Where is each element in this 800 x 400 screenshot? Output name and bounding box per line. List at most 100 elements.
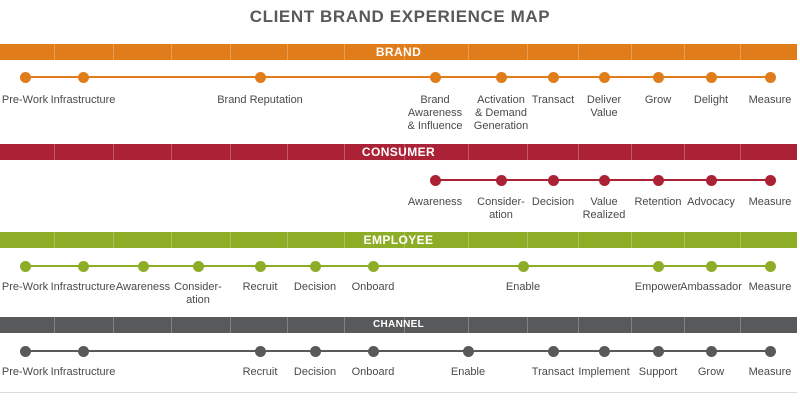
timeline-dot-consumer [705, 174, 717, 186]
stage-divider [468, 44, 469, 60]
stage-divider [344, 44, 345, 60]
timeline-dot-employee [652, 260, 664, 272]
point-label-brand: Transact [531, 94, 575, 106]
stage-divider [171, 44, 172, 60]
point-label-brand: Delight [693, 94, 729, 106]
stage-divider [527, 44, 528, 60]
timeline-dot-brand [705, 71, 717, 83]
point-label-brand: Brand Reputation [217, 94, 303, 106]
point-label-employee: Recruit [242, 281, 278, 293]
stage-divider [113, 144, 114, 160]
stage-divider [171, 232, 172, 248]
point-label-employee: Onboard [351, 281, 395, 293]
timeline-dot-brand [77, 71, 89, 83]
stage-divider [631, 144, 632, 160]
stage-divider [527, 317, 528, 333]
stage-divider [527, 232, 528, 248]
stage-divider [287, 232, 288, 248]
point-label-consumer: Decision [531, 196, 575, 208]
point-label-channel: Enable [450, 366, 486, 378]
stage-divider [684, 317, 685, 333]
point-label-channel: Support [638, 366, 678, 378]
timeline-dot-channel [254, 345, 266, 357]
band-header-label-brand: BRAND [375, 45, 422, 59]
stage-divider [740, 317, 741, 333]
timeline-dot-brand [598, 71, 610, 83]
timeline-dot-channel [598, 345, 610, 357]
stage-divider [740, 44, 741, 60]
point-label-employee: Infrastructure [50, 281, 116, 293]
stage-divider [230, 317, 231, 333]
band-header-label-employee: EMPLOYEE [363, 233, 434, 247]
point-label-channel: Implement [578, 366, 630, 378]
timeline-dot-employee [137, 260, 149, 272]
point-label-employee: Ambassador [680, 281, 742, 293]
stage-divider [740, 144, 741, 160]
timeline-dot-employee [309, 260, 321, 272]
point-label-brand: Infrastructure [50, 94, 116, 106]
timeline-dot-employee [705, 260, 717, 272]
timeline-line-channel [25, 350, 770, 352]
stage-divider [578, 317, 579, 333]
point-label-employee: Measure [748, 281, 792, 293]
bottom-divider [0, 392, 797, 393]
point-label-channel: Transact [531, 366, 575, 378]
timeline-dot-employee [764, 260, 776, 272]
stage-divider [631, 317, 632, 333]
stage-divider [684, 232, 685, 248]
point-label-consumer: Value Realized [582, 196, 626, 221]
stage-divider [578, 44, 579, 60]
timeline-dot-brand [254, 71, 266, 83]
page-title: CLIENT BRAND EXPERIENCE MAP [249, 7, 551, 26]
stage-divider [113, 44, 114, 60]
point-label-channel: Pre-Work [1, 366, 49, 378]
point-label-employee: Pre-Work [1, 281, 49, 293]
timeline-dot-consumer [547, 174, 559, 186]
stage-divider [684, 144, 685, 160]
timeline-dot-channel [705, 345, 717, 357]
timeline-dot-brand [652, 71, 664, 83]
timeline-dot-brand [19, 71, 31, 83]
point-label-channel: Decision [293, 366, 337, 378]
stage-divider [468, 232, 469, 248]
stage-divider [344, 317, 345, 333]
stage-divider [230, 144, 231, 160]
timeline-dot-consumer [764, 174, 776, 186]
timeline-dot-consumer [598, 174, 610, 186]
point-label-consumer: Consider- ation [477, 196, 525, 221]
stage-divider [54, 232, 55, 248]
band-header-consumer: CONSUMER [0, 144, 797, 160]
timeline-dot-channel [462, 345, 474, 357]
point-label-channel: Grow [697, 366, 725, 378]
stage-divider [113, 232, 114, 248]
point-label-brand: Brand Awareness & Influence [407, 94, 463, 132]
point-label-employee: Decision [293, 281, 337, 293]
stage-divider [344, 144, 345, 160]
point-label-consumer: Advocacy [687, 196, 735, 208]
point-label-consumer: Measure [748, 196, 792, 208]
stage-divider [230, 44, 231, 60]
point-label-channel: Measure [748, 366, 792, 378]
point-label-brand: Grow [644, 94, 672, 106]
stage-divider [468, 317, 469, 333]
stage-divider [404, 44, 405, 60]
timeline-dot-brand [495, 71, 507, 83]
stage-divider [54, 44, 55, 60]
timeline-dot-channel [309, 345, 321, 357]
timeline-dot-employee [77, 260, 89, 272]
point-label-channel: Recruit [242, 366, 278, 378]
timeline-dot-channel [77, 345, 89, 357]
stage-divider [631, 44, 632, 60]
point-label-brand: Deliver Value [586, 94, 622, 119]
point-label-brand: Measure [748, 94, 792, 106]
stage-divider [578, 232, 579, 248]
band-header-label-consumer: CONSUMER [361, 145, 436, 159]
timeline-dot-channel [19, 345, 31, 357]
point-label-consumer: Awareness [407, 196, 463, 208]
stage-divider [631, 232, 632, 248]
point-label-channel: Infrastructure [50, 366, 116, 378]
timeline-dot-channel [367, 345, 379, 357]
timeline-line-brand [25, 76, 770, 78]
timeline-dot-employee [367, 260, 379, 272]
stage-divider [287, 44, 288, 60]
